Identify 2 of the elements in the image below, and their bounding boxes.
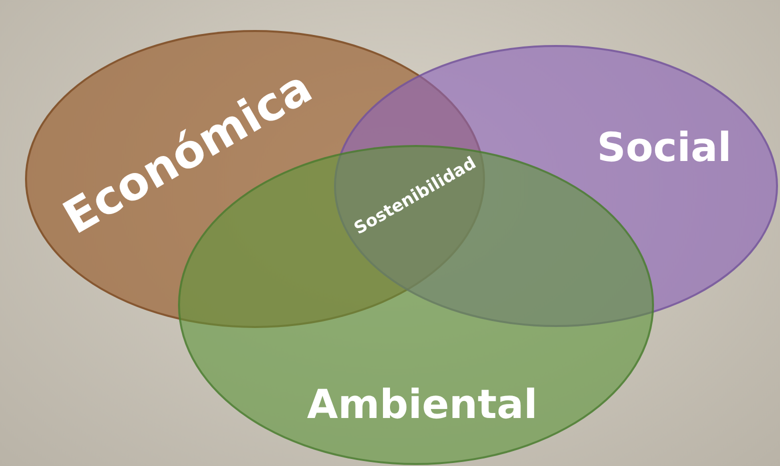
circle-label: Social bbox=[597, 128, 732, 168]
circle-label: Ambiental bbox=[307, 385, 538, 425]
